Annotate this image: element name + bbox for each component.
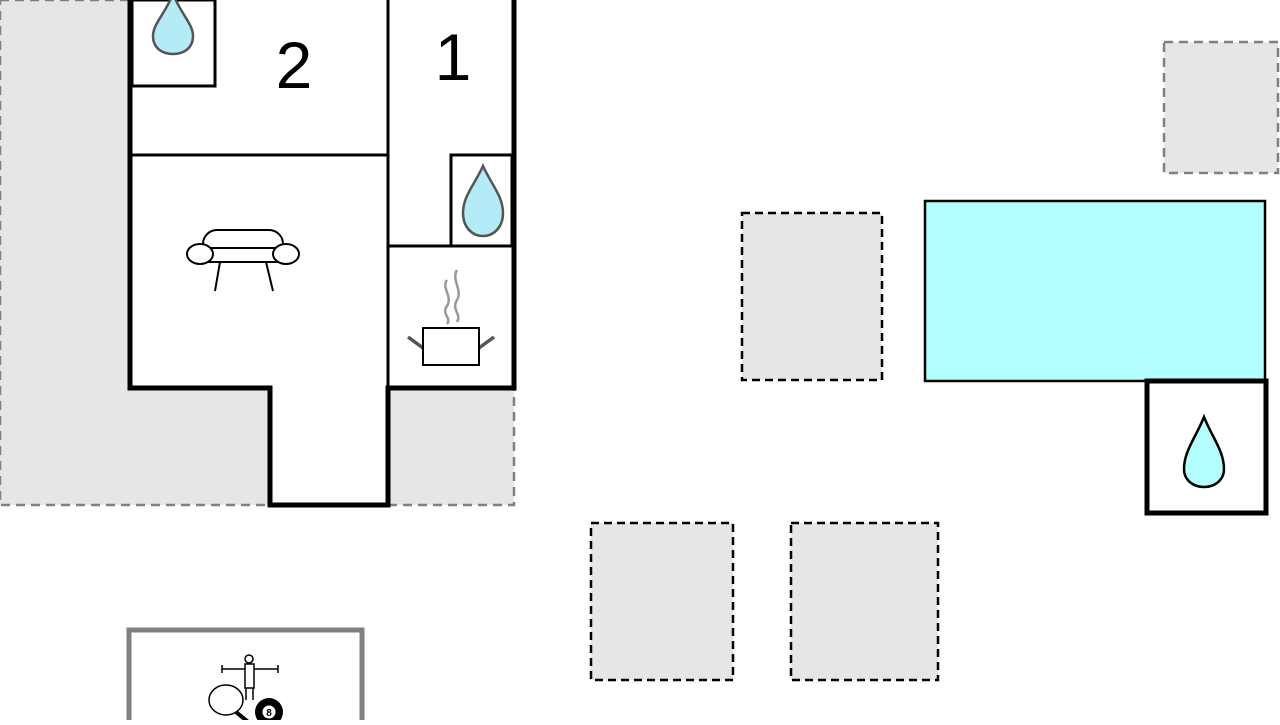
outdoor-area-bottom-right: [789, 521, 940, 682]
cooking-pot-icon: [406, 269, 496, 366]
terrace-left: [0, 0, 272, 507]
room-label-bedroom-2: 2: [276, 28, 313, 102]
outdoor-area-bottom-left: [589, 521, 735, 682]
outdoor-area-middle: [740, 211, 884, 382]
house-interior: [130, 0, 514, 505]
house-outer-walls: [127, 0, 517, 508]
water-drop-icon: [461, 162, 505, 238]
swimming-pool: [923, 199, 1267, 383]
sofa-icon: [186, 229, 300, 292]
water-drop-icon: [151, 0, 195, 56]
water-drop-icon: [1182, 413, 1226, 489]
billiard-ball-icon: 8: [255, 698, 283, 725]
billiard-ball-number: 8: [266, 708, 272, 719]
room-label-bedroom-1: 1: [435, 20, 472, 94]
terrace-small: [386, 386, 516, 507]
outdoor-area-top-right: [1162, 40, 1280, 175]
table-football-icon: [221, 654, 279, 700]
